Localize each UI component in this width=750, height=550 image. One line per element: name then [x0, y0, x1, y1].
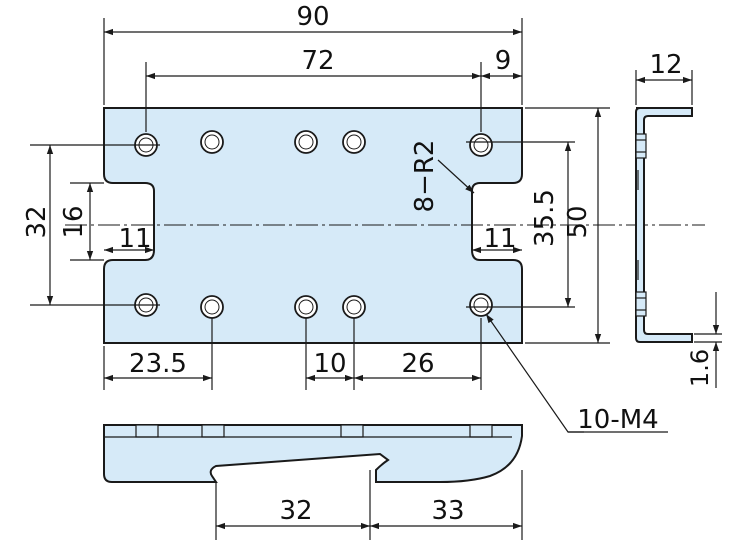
dim-slot-depth-left: 11: [118, 224, 151, 254]
hole: [469, 133, 493, 157]
dim-pitch-1: 23.5: [129, 349, 187, 379]
callout-thread: 10-M4: [577, 405, 658, 435]
dim-hole-span: 72: [301, 46, 334, 76]
dim-side-flange: 12: [649, 50, 682, 80]
dim-overall-width: 90: [296, 2, 329, 32]
hole: [342, 295, 366, 319]
hole: [294, 295, 318, 319]
top-view: [30, 107, 705, 344]
callout-radius: 8−R2: [410, 140, 440, 213]
side-view: 12 1.6: [635, 50, 722, 388]
hole-row-top: [134, 130, 493, 157]
dim-outer-vertical: 32: [22, 205, 52, 238]
dimension-lines: 90 72 9 32 16 11 11 35.5 50 8−R2: [22, 2, 668, 435]
dim-pitch-3: 26: [401, 349, 434, 379]
side-view-holes: [635, 133, 647, 317]
bottom-view: 32 33: [103, 424, 523, 540]
dim-bottom-1: 32: [279, 496, 312, 526]
side-view-profile: [635, 107, 693, 343]
dim-bottom-2: 33: [431, 496, 464, 526]
dim-end-offset: 9: [495, 46, 512, 76]
hole: [200, 295, 224, 319]
dim-slot-depth-right: 11: [483, 224, 516, 254]
hole: [469, 293, 493, 317]
dim-slot-width: 16: [59, 205, 89, 238]
bottom-view-profile: [103, 424, 523, 483]
hole: [342, 130, 366, 154]
dim-pitch-2: 10: [313, 349, 346, 379]
dim-thickness: 1.6: [686, 349, 714, 387]
dim-overall-height: 50: [563, 205, 593, 238]
hole: [200, 130, 224, 154]
dim-inner-height: 35.5: [530, 189, 560, 247]
hole: [294, 130, 318, 154]
bottom-view-notches: [104, 424, 512, 438]
